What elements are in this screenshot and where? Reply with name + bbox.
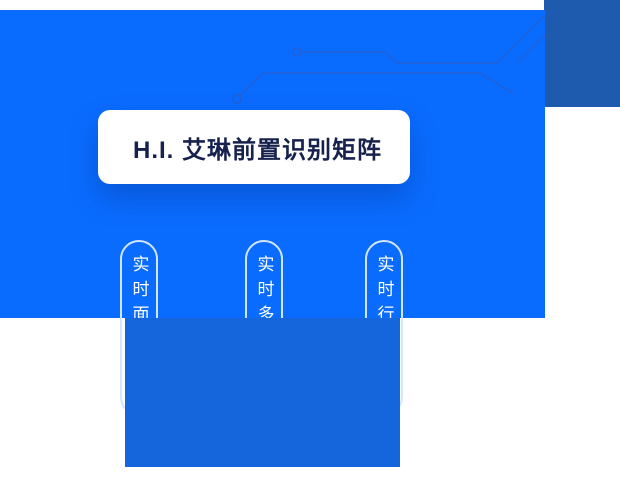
corner-accent-panel — [544, 0, 620, 107]
circuit-node-icon — [292, 47, 302, 57]
lower-content-panel — [125, 318, 400, 467]
circuit-lines — [232, 15, 545, 104]
feature-capsule-label: 实时多 — [254, 255, 274, 330]
circuit-node-icon — [232, 94, 242, 104]
hero-panel: H.I. 艾琳前置识别矩阵 — [0, 10, 545, 318]
feature-capsule-label: 实时行 — [374, 255, 394, 330]
hero-title: H.I. 艾琳前置识别矩阵 — [133, 136, 383, 164]
feature-capsule-label: 实时面 — [129, 255, 149, 330]
title-card: H.I. 艾琳前置识别矩阵 — [98, 110, 410, 184]
